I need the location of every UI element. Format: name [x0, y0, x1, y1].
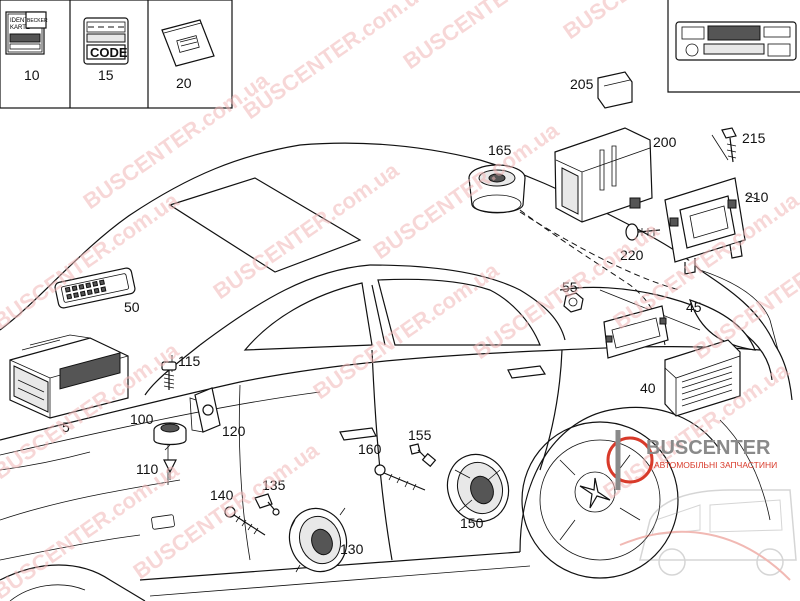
bolt-220 — [625, 223, 661, 241]
label-210: 210 — [745, 189, 769, 205]
label-165: 165 — [488, 142, 512, 158]
watermark-5: BUSCENTER.com.ua — [209, 157, 404, 304]
label-100: 100 — [130, 411, 154, 427]
ident-card-brand: BECKER — [27, 18, 48, 24]
becker-card: BECKER — [25, 11, 48, 29]
label-160: 160 — [358, 441, 382, 457]
logo-main-text: BUSCENTER — [646, 437, 771, 459]
screw-160 — [374, 464, 426, 491]
amplifier-40 — [664, 339, 741, 417]
watermark-2: BUSCENTER.com.ua — [399, 0, 594, 74]
ident-card-line1: IDENT- — [10, 18, 30, 24]
label-5: 5 — [62, 419, 70, 435]
buscenter-logo: BUSCENTER АВТОМОБІЛЬНІ ЗАПЧАСТИНИ — [606, 430, 777, 490]
bracket-120 — [189, 387, 221, 433]
label-120: 120 — [222, 423, 246, 439]
inset-boxes — [0, 0, 233, 109]
cd-changer-200 — [554, 127, 653, 223]
car-body — [0, 142, 793, 601]
radio-unit — [9, 334, 129, 419]
door-speaker-150 — [446, 453, 510, 523]
mounting-bracket-210 — [664, 177, 746, 275]
label-155: 155 — [408, 427, 432, 443]
label-220: 220 — [620, 247, 644, 263]
label-130: 130 — [340, 541, 364, 557]
label-55: 55 — [562, 279, 578, 295]
label-150: 150 — [460, 515, 484, 531]
remote-control — [54, 267, 136, 309]
microphone-100 — [153, 422, 187, 446]
label-215: 215 — [742, 130, 766, 146]
label-140: 140 — [210, 487, 234, 503]
label-110: 110 — [136, 461, 159, 477]
code-card: CODE — [83, 17, 129, 65]
label-135: 135 — [262, 477, 286, 493]
van-watermark — [619, 489, 797, 581]
label-45: 45 — [686, 299, 702, 315]
part-labels: 10 15 20 5 50 100 110 115 120 130 135 14… — [24, 67, 769, 557]
bolt-215 — [721, 127, 737, 163]
clip-110 — [163, 459, 177, 480]
watermark-12: BUSCENTER.com.ua — [129, 437, 324, 584]
label-15: 15 — [98, 67, 114, 83]
ident-card: IDENT- KARTE — [5, 11, 45, 55]
ident-card-line2: KARTE — [10, 25, 30, 31]
fastener-135 — [254, 493, 280, 516]
label-10: 10 — [24, 67, 40, 83]
bracket-45 — [603, 305, 669, 359]
fastener-155 — [409, 443, 437, 468]
label-205: 205 — [570, 76, 594, 92]
subwoofer-165 — [468, 164, 526, 214]
screw-115 — [161, 361, 177, 390]
nut-55 — [563, 292, 584, 313]
label-40: 40 — [640, 380, 656, 396]
label-50: 50 — [124, 299, 140, 315]
label-20: 20 — [176, 75, 192, 91]
label-115: 115 — [178, 353, 201, 369]
code-card-text: CODE — [90, 45, 128, 60]
magazine-205 — [597, 71, 633, 109]
door-speaker-130 — [288, 507, 348, 573]
radio-inset — [667, 0, 800, 93]
watermark-6: BUSCENTER.com.ua — [369, 117, 564, 264]
screw-140 — [224, 506, 266, 536]
manual-booklet — [161, 19, 215, 67]
label-200: 200 — [653, 134, 677, 150]
logo-sub-text: АВТОМОБІЛЬНІ ЗАПЧАСТИНИ — [654, 460, 777, 470]
